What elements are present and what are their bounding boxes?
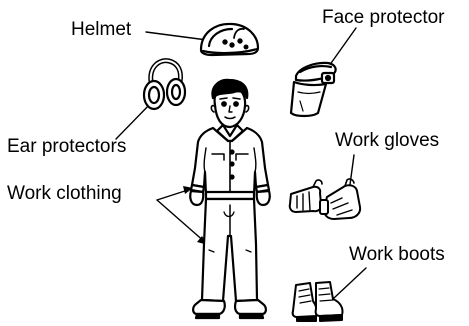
ear-protectors-icon — [144, 61, 185, 109]
worker-head — [211, 80, 248, 127]
work-gloves-icon — [290, 179, 360, 219]
leader-face-protector — [329, 28, 356, 66]
leader-helmet — [146, 32, 207, 40]
worker-figure — [190, 80, 270, 318]
label-work-gloves: Work gloves — [335, 130, 439, 152]
worker-right-hand — [257, 191, 270, 205]
worker-right-shoe — [235, 300, 266, 314]
label-work-boots: Work boots — [349, 244, 445, 266]
work-boots-icon — [293, 282, 343, 321]
leader-work-boots — [334, 268, 366, 298]
face-protector-icon — [291, 63, 336, 116]
label-face-protector: Face protector — [322, 7, 445, 29]
label-helmet: Helmet — [71, 19, 131, 41]
helmet-icon — [201, 24, 258, 55]
leader-work-clothing-lower — [157, 200, 206, 243]
label-ear-protectors: Ear protectors — [7, 136, 126, 158]
worker-left-shoe — [193, 300, 225, 314]
label-work-clothing: Work clothing — [7, 183, 122, 205]
worker-left-hand — [190, 191, 203, 205]
